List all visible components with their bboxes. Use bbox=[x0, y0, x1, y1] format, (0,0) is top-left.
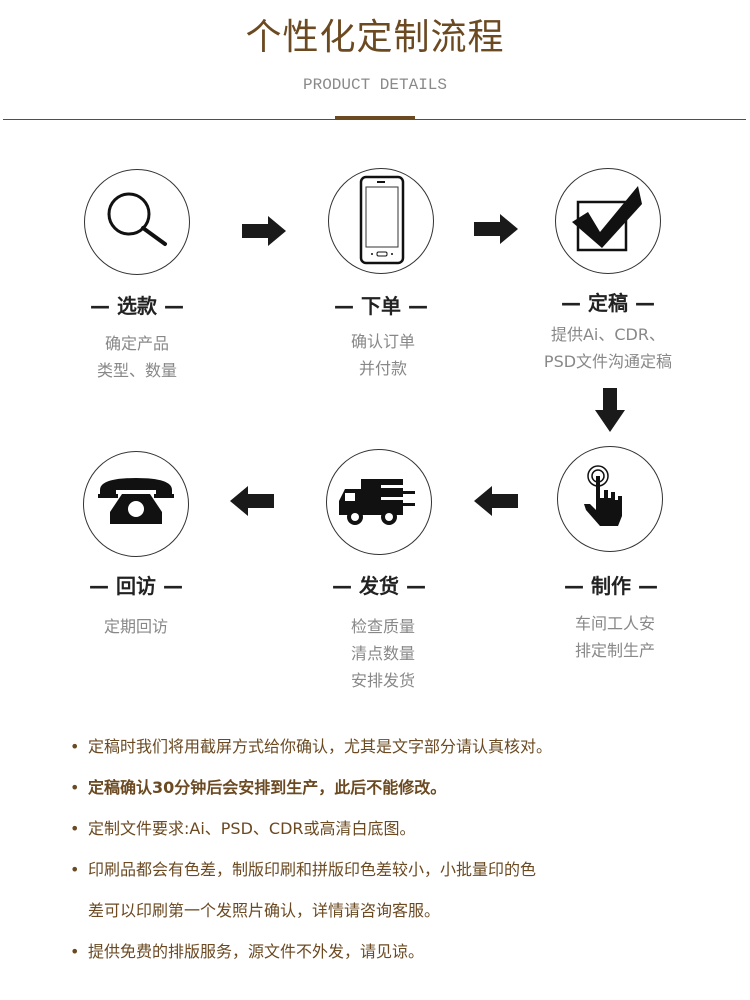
bullet-icon: • bbox=[70, 942, 80, 961]
hand-tap-icon bbox=[584, 465, 622, 526]
note-item: • 定制文件要求:Ai、PSD、CDR或高清白底图。 bbox=[70, 815, 730, 842]
note-item: • 定稿确认30分钟后会安排到生产，此后不能修改。 bbox=[70, 774, 730, 801]
step-circle bbox=[328, 168, 434, 274]
step-circle bbox=[326, 449, 432, 555]
magnifier-icon bbox=[107, 192, 167, 246]
page-subtitle: PRODUCT DETAILS bbox=[302, 76, 448, 94]
notes-list: • 定稿时我们将用截屏方式给你确认，尤其是文字部分请认真核对。 • 定稿确认30… bbox=[70, 733, 730, 979]
step-description: 确认订单 并付款 bbox=[350, 332, 415, 378]
step-circle bbox=[555, 168, 661, 274]
arrow-down-icon bbox=[595, 388, 625, 432]
step-label: — 回访 — bbox=[89, 574, 183, 598]
step-circle bbox=[84, 169, 190, 275]
page-title: 个性化定制流程 bbox=[245, 17, 505, 58]
note-item: • 定稿时我们将用截屏方式给你确认，尤其是文字部分请认真核对。 bbox=[70, 733, 730, 760]
step-circle bbox=[557, 446, 663, 552]
step-description: 确定产品 类型、数量 bbox=[96, 334, 177, 380]
step-description: 检查质量 清点数量 安排发货 bbox=[350, 617, 415, 690]
arrow-left-icon bbox=[230, 486, 274, 516]
divider-accent bbox=[335, 116, 415, 120]
bullet-icon: • bbox=[70, 778, 80, 797]
bullet-icon: • bbox=[70, 860, 80, 879]
note-item: • 印刷品都会有色差，制版印刷和拼版印色差较小，小批量印的色 差可以印刷第一个发… bbox=[70, 856, 730, 924]
step-description: 车间工人安 排定制生产 bbox=[574, 614, 655, 660]
step-label: — 定稿 — bbox=[561, 291, 655, 315]
step-label: — 下单 — bbox=[334, 294, 428, 318]
arrow-left-icon bbox=[474, 486, 518, 516]
step-description: 提供Ai、CDR、 PSD文件沟通定稿 bbox=[543, 325, 673, 371]
note-item: • 提供免费的排版服务，源文件不外发，请见谅。 bbox=[70, 938, 730, 965]
smartphone-icon bbox=[359, 175, 405, 265]
step-label: — 发货 — bbox=[332, 574, 426, 598]
step-circle bbox=[83, 451, 189, 557]
step-label: — 制作 — bbox=[564, 574, 658, 598]
bullet-icon: • bbox=[70, 737, 80, 756]
checkbox-check-icon bbox=[572, 186, 642, 252]
bullet-icon: • bbox=[70, 819, 80, 838]
step-description: 定期回访 bbox=[103, 617, 168, 636]
telephone-icon bbox=[98, 478, 174, 524]
arrow-right-icon bbox=[242, 216, 286, 246]
step-label: — 选款 — bbox=[90, 294, 184, 318]
arrow-right-icon bbox=[474, 214, 518, 244]
delivery-truck-icon bbox=[339, 479, 417, 525]
